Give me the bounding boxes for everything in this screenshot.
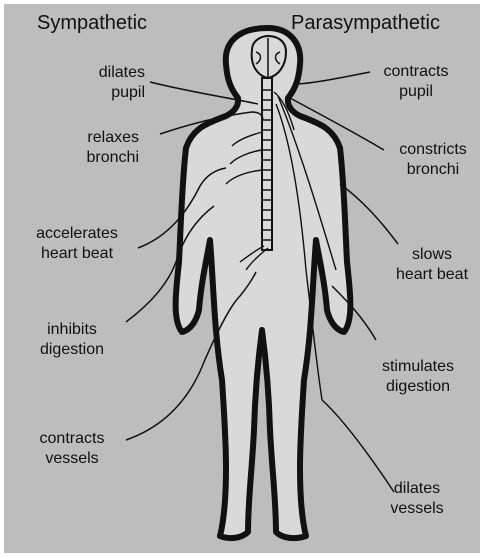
- spinal-cord: [262, 78, 272, 250]
- label-slows-heart-beat: slowsheart beat: [382, 245, 482, 285]
- label-constricts-bronchi: constrictsbronchi: [386, 140, 480, 180]
- label-inhibits-digestion: inhibitsdigestion: [24, 320, 120, 360]
- label-dilates-pupil: dilatespupil: [99, 63, 145, 103]
- heading-sympathetic: Sympathetic: [37, 12, 147, 35]
- label-relaxes-bronchi: relaxesbronchi: [87, 128, 139, 168]
- label-accelerates-heart-beat: acceleratesheart beat: [22, 224, 132, 264]
- label-contracts-vessels: contractsvessels: [24, 429, 120, 469]
- label-contracts-pupil: contractspupil: [368, 62, 464, 102]
- heading-parasympathetic: Parasympathetic: [291, 12, 440, 35]
- label-dilates-vessels: dilatesvessels: [372, 479, 462, 519]
- label-stimulates-digestion: stimulatesdigestion: [366, 357, 470, 397]
